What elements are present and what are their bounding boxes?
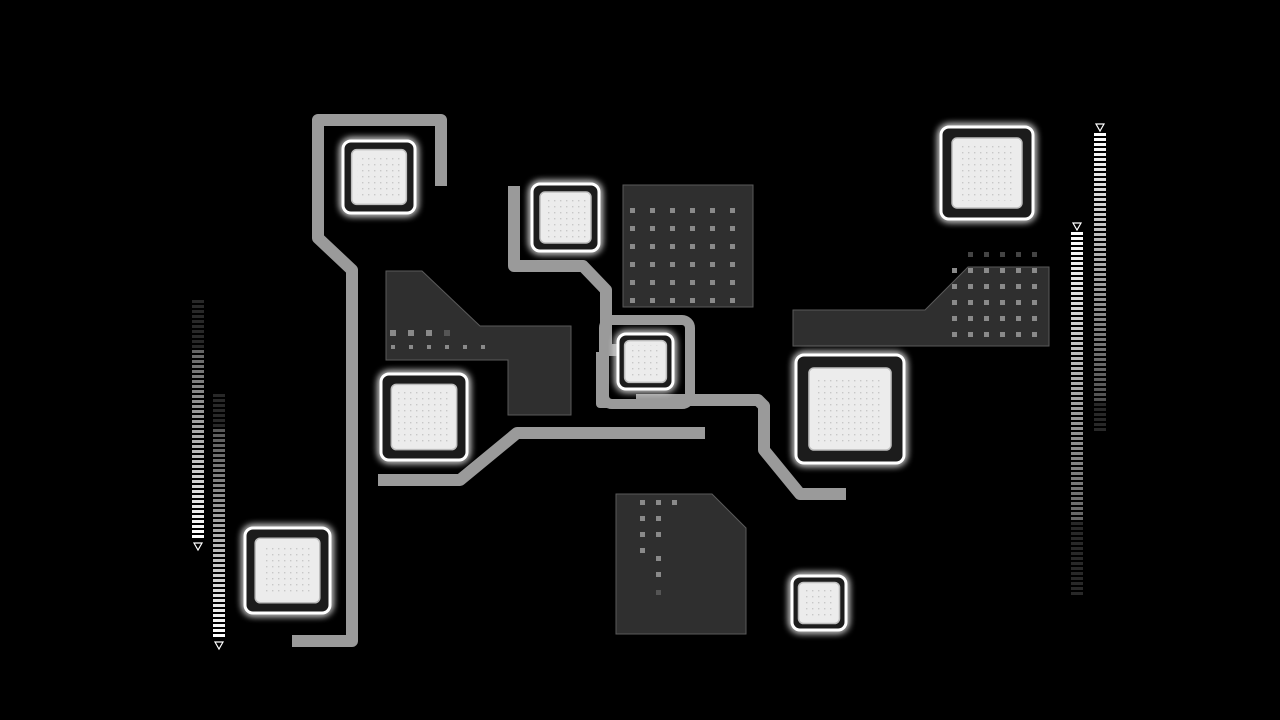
level-meters [192, 123, 1106, 651]
right-meter-inner [1071, 222, 1083, 595]
left-meter-outer [192, 300, 204, 552]
triangle-icon [1071, 222, 1083, 232]
right-meter-outer [1094, 123, 1106, 431]
trace-loop-frame [599, 315, 695, 409]
traces [292, 114, 846, 647]
dot-grid-bottom [640, 500, 677, 595]
trace-lower-middle [378, 427, 705, 486]
panels [385, 184, 1050, 635]
trace-left-long [292, 114, 447, 647]
dot-grid-right [952, 252, 1037, 337]
chip-left-middle [379, 372, 469, 462]
dot-grid-top [630, 208, 735, 303]
dot-grid-left [390, 330, 485, 349]
chip-bottom-left [243, 526, 332, 615]
triangle-icon [192, 542, 204, 552]
trace-right-middle [636, 394, 846, 500]
chip-top-middle [530, 182, 601, 253]
panel-right [792, 266, 1050, 347]
trace-upper-middle [508, 186, 625, 356]
chip-top-right [939, 125, 1035, 221]
chips [243, 125, 1035, 632]
chip-bottom-small [790, 574, 848, 632]
left-meter-inner [213, 394, 225, 651]
triangle-icon [1094, 123, 1106, 133]
chip-right-large [794, 353, 906, 465]
triangle-icon [213, 641, 225, 651]
chip-top-left [341, 139, 417, 215]
panel-left-center [385, 270, 572, 416]
chip-center-small [616, 332, 675, 391]
panel-bottom [615, 493, 747, 635]
